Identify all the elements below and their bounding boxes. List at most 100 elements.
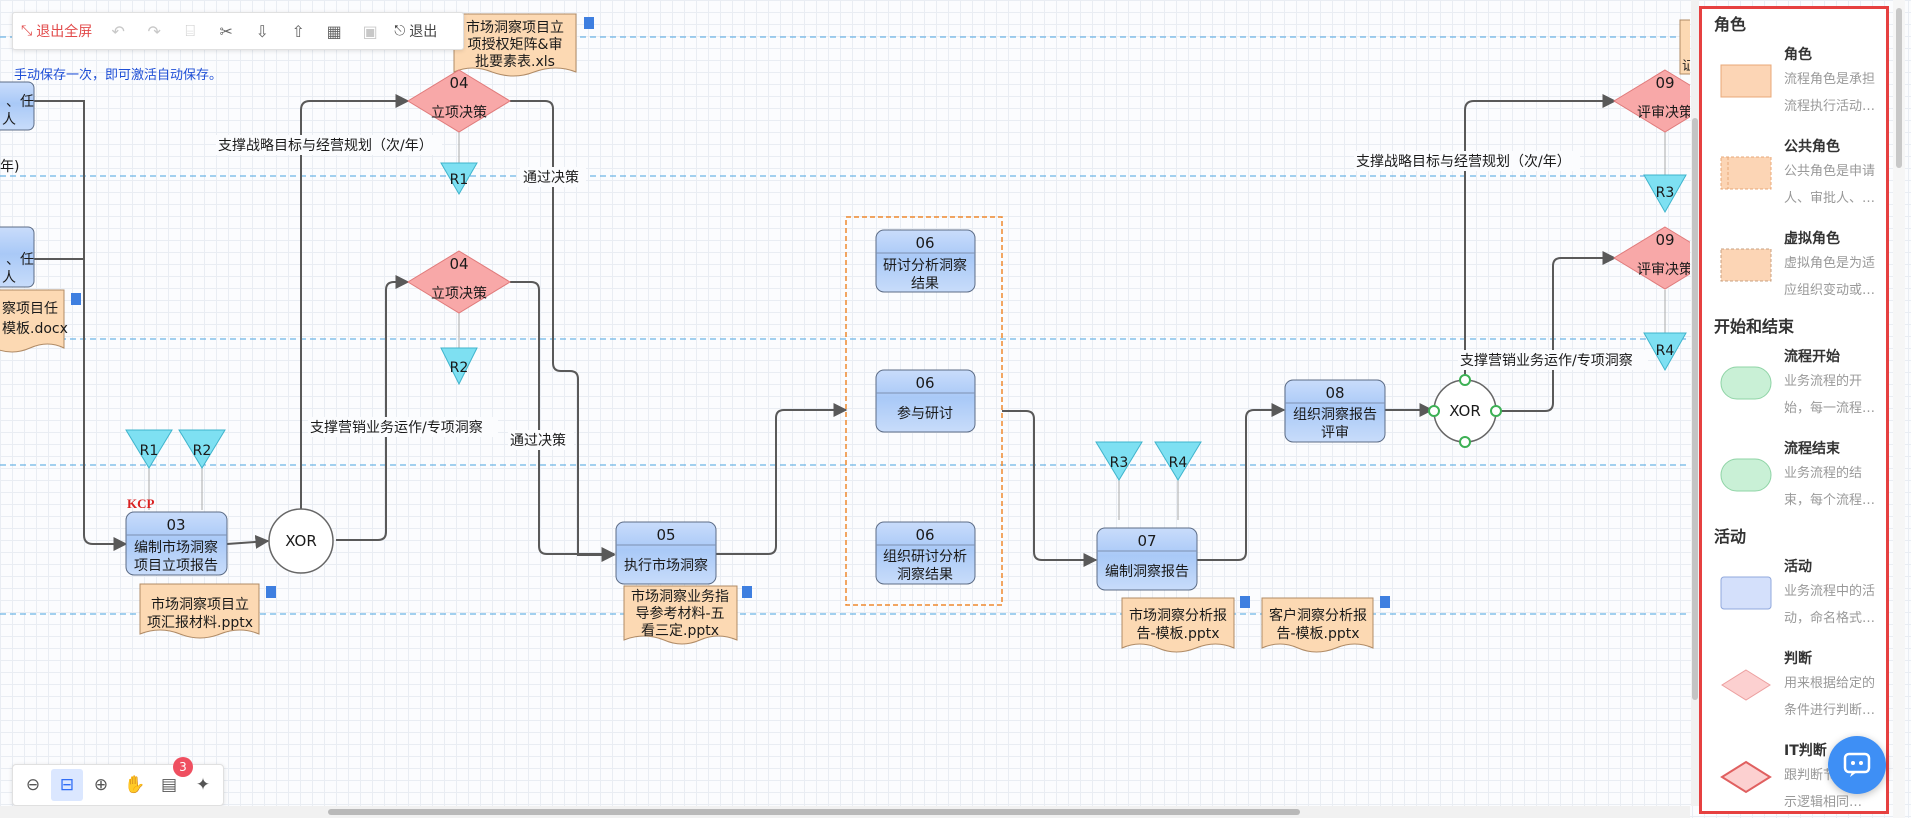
- vertical-scroll-thumb[interactable]: [1692, 118, 1698, 700]
- zoom-in-button[interactable]: ⊕: [85, 769, 117, 801]
- zoom-out-button[interactable]: ⊖: [17, 769, 49, 801]
- clipboard-button[interactable]: ▤ 3: [153, 757, 193, 801]
- notification-badge: 3: [173, 757, 193, 777]
- layout-button[interactable]: ▦: [318, 17, 350, 45]
- svg-text:立项决策: 立项决策: [431, 104, 487, 121]
- partial-role-left-2[interactable]: 、任 人: [0, 226, 35, 288]
- format-painter-button[interactable]: ⌸: [174, 17, 206, 45]
- section-title-role: 角色: [1714, 15, 1747, 34]
- document-icon: [1380, 596, 1390, 608]
- connection-handle: [1490, 405, 1502, 417]
- svg-text:洞察结果: 洞察结果: [897, 566, 953, 583]
- edge-label-pass-decision-2: 通过决策: [510, 432, 566, 449]
- panel-scrollbar[interactable]: [1893, 0, 1905, 818]
- decision-04-top[interactable]: 04 立项决策: [407, 69, 511, 133]
- shape-activity[interactable]: 活动业务流程中的活动，命名格式…: [1702, 547, 1886, 639]
- pan-button[interactable]: ✋: [119, 769, 151, 801]
- association-lines: [148, 130, 1666, 520]
- decision-04-mid[interactable]: 04 立项决策: [407, 250, 511, 314]
- svg-text:评审决策: 评审决策: [1637, 104, 1690, 121]
- save-icon: ▣: [362, 21, 378, 41]
- activity-06-organize[interactable]: 06 组织研讨分析 洞察结果: [875, 521, 976, 585]
- shape-virtual-role[interactable]: 虚拟角色虚拟角色是为适应组织变动或…: [1702, 219, 1886, 311]
- undo-icon: ↶: [111, 21, 125, 41]
- svg-text:告-模板.pptx: 告-模板.pptx: [1276, 626, 1359, 642]
- kcp-label: KCP: [127, 496, 155, 511]
- document-market-report-template[interactable]: 市场洞察分析报 告-模板.pptx: [1121, 596, 1250, 653]
- svg-text:结果: 结果: [911, 276, 939, 292]
- decision-09-top[interactable]: 09 评审决策: [1613, 69, 1690, 133]
- triangle-r3-07[interactable]: R3: [1095, 441, 1143, 481]
- triangle-r2-03[interactable]: R2: [178, 429, 226, 469]
- svg-text:06: 06: [915, 526, 934, 544]
- panel-scroll-thumb[interactable]: [1896, 8, 1902, 168]
- partial-role-left-1[interactable]: 、任 人: [0, 81, 35, 131]
- horizontal-scrollbar[interactable]: [0, 806, 1690, 818]
- activity-08[interactable]: 08 组织洞察报告 评审: [1284, 379, 1386, 443]
- document-authorization-matrix[interactable]: 市场洞察项目立 项授权矩阵&审 批要素表.xls: [453, 13, 594, 77]
- shape-role[interactable]: 角色流程角色是承担流程执行活动…: [1702, 35, 1886, 127]
- document-customer-report-template[interactable]: 客户洞察分析报 告-模板.pptx: [1261, 596, 1390, 653]
- tools-button[interactable]: ✂: [210, 17, 242, 45]
- document-partial-left[interactable]: 察项目任 模板.docx: [0, 289, 81, 353]
- exit-fullscreen-button[interactable]: ⤡ 退出全屏: [21, 23, 93, 40]
- svg-text:组织洞察报告: 组织洞察报告: [1293, 406, 1377, 423]
- triangle-r1-03[interactable]: R1: [125, 429, 173, 469]
- svg-text:告-模板.pptx: 告-模板.pptx: [1136, 626, 1219, 642]
- activity-05[interactable]: 05 执行市场洞察: [615, 521, 717, 585]
- document-partial-right-top[interactable]: 证: [1679, 19, 1690, 75]
- document-guidance-material[interactable]: 市场洞察业务指 导参考材料-五 看三定.pptx: [623, 585, 752, 645]
- fit-view-button[interactable]: ⊟: [51, 769, 83, 801]
- download-button[interactable]: ⇩: [246, 17, 278, 45]
- shape-process-start[interactable]: 流程开始业务流程的开始，每一流程…: [1702, 337, 1886, 429]
- vertical-scrollbar[interactable]: [1691, 0, 1699, 806]
- redo-button[interactable]: ↷: [138, 17, 170, 45]
- upload-button[interactable]: ⇧: [282, 17, 314, 45]
- decision-09-mid[interactable]: 09 评审决策: [1613, 226, 1690, 290]
- process-end-shape-icon: [1720, 458, 1772, 492]
- shape-decision[interactable]: 判断用来根据给定的条件进行判断…: [1702, 639, 1886, 731]
- chat-assistant-button[interactable]: [1828, 736, 1886, 794]
- connection-handle: [1459, 436, 1471, 448]
- triangle-r2-mid[interactable]: R2: [440, 347, 478, 386]
- triangle-r4-right[interactable]: R4: [1643, 332, 1687, 372]
- activity-06-discuss[interactable]: 06 研讨分析洞察 结果: [875, 229, 976, 293]
- svg-text:编制市场洞察: 编制市场洞察: [134, 539, 218, 556]
- svg-text:编制洞察报告: 编制洞察报告: [1105, 563, 1189, 580]
- svg-text:市场洞察分析报: 市场洞察分析报: [1129, 607, 1227, 624]
- svg-text:04: 04: [449, 255, 468, 273]
- zoom-out-icon: ⊖: [25, 775, 41, 795]
- svg-text:研讨分析洞察: 研讨分析洞察: [883, 257, 967, 274]
- document-icon: [1240, 596, 1250, 608]
- shape-public-role[interactable]: 公共角色公共角色是申请人、审批人、…: [1702, 127, 1886, 219]
- shape-process-end[interactable]: 流程结束业务流程的结束，每个流程…: [1702, 429, 1886, 521]
- svg-text:XOR: XOR: [285, 532, 317, 550]
- activity-07[interactable]: 07 编制洞察报告: [1096, 527, 1198, 591]
- gateway-xor-left[interactable]: XOR: [268, 508, 334, 574]
- gateway-xor-right[interactable]: XOR: [1428, 374, 1502, 448]
- zoom-toolbar: ⊖ ⊟ ⊕ ✋ ▤ 3 ✦: [12, 757, 224, 806]
- chat-icon: [1843, 752, 1871, 777]
- save-button[interactable]: ▣: [354, 17, 386, 45]
- svg-text:XOR: XOR: [1449, 402, 1481, 420]
- activity-06-participate[interactable]: 06 参与研讨: [875, 369, 976, 433]
- fit-view-icon: ⊟: [59, 775, 75, 795]
- svg-text:R2: R2: [450, 360, 469, 376]
- svg-text:人: 人: [2, 112, 16, 128]
- document-project-report[interactable]: 市场洞察项目立 项汇报材料.pptx: [139, 583, 276, 639]
- exit-button[interactable]: ⎋ 退出: [394, 23, 438, 40]
- section-title-activity: 活动: [1714, 527, 1747, 546]
- svg-text:03: 03: [166, 516, 185, 534]
- document-icon: [71, 293, 81, 305]
- horizontal-scroll-thumb[interactable]: [328, 809, 1300, 815]
- triangle-r1-top[interactable]: R1: [440, 162, 478, 195]
- triangle-r3-right[interactable]: R3: [1643, 174, 1687, 214]
- svg-text:客户洞察分析报: 客户洞察分析报: [1269, 607, 1367, 624]
- triangle-r4-07[interactable]: R4: [1154, 441, 1202, 481]
- activity-03[interactable]: 03 编制市场洞察 项目立项报告: [125, 511, 228, 576]
- svg-text:R4: R4: [1169, 455, 1188, 471]
- undo-button[interactable]: ↶: [102, 17, 134, 45]
- ai-assist-button[interactable]: ✦: [187, 769, 219, 801]
- edge-label-strategy-right: 支撑战略目标与经营规划（次/年）: [1356, 154, 1571, 170]
